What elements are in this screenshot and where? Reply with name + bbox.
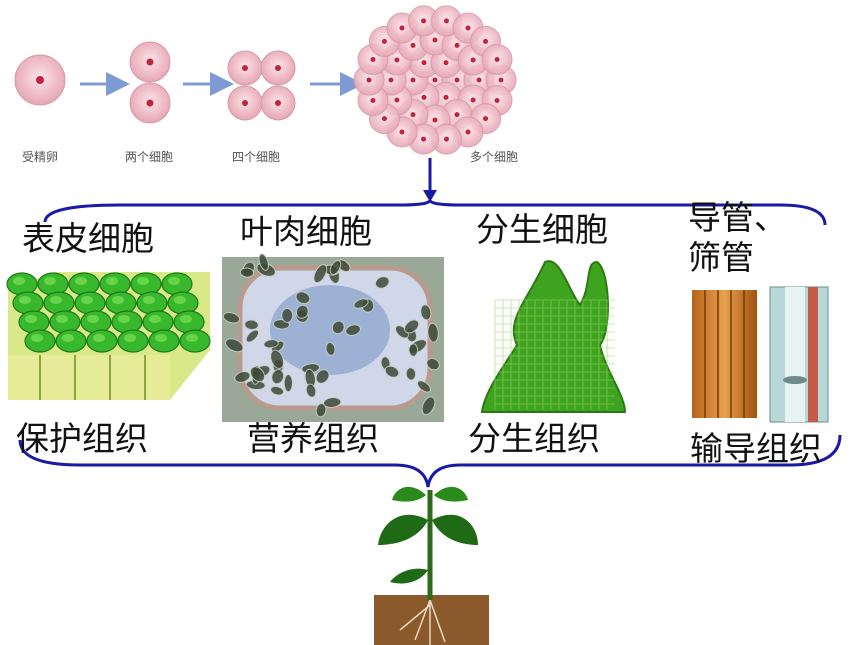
two-cells-label: 两个细胞 [125, 150, 174, 164]
four-cells [227, 50, 296, 121]
protective-tissue-label: 保护组织 [16, 419, 148, 458]
mesophyll-tissue-image [222, 253, 444, 422]
many-cells [353, 5, 517, 155]
epidermis-tissue-image [6, 272, 211, 400]
zygote-cell [14, 54, 66, 106]
top-bracket [43, 199, 827, 226]
meristem-cell-label: 分生细胞 [476, 210, 608, 249]
nutritive-tissue-label: 营养组织 [247, 419, 379, 458]
meristematic-tissue-label: 分生组织 [468, 419, 600, 458]
down-arrow [423, 158, 437, 202]
vessel-sieve-label: 导管、筛管 [688, 198, 787, 277]
four-cells-label: 四个细胞 [232, 150, 281, 164]
epidermal-cell-label: 表皮细胞 [22, 219, 154, 258]
conducting-tissue-label: 输导组织 [690, 429, 822, 468]
bottom-bracket [18, 434, 842, 488]
many-cells-label: 多个细胞 [470, 150, 519, 164]
conducting-tissue-image [692, 286, 829, 423]
plant-image [374, 486, 489, 645]
zygote-label: 受精卵 [22, 150, 59, 164]
mesophyll-cell-label: 叶肉细胞 [240, 212, 372, 251]
meristem-tissue-image [480, 260, 627, 413]
two-cells [129, 41, 171, 124]
